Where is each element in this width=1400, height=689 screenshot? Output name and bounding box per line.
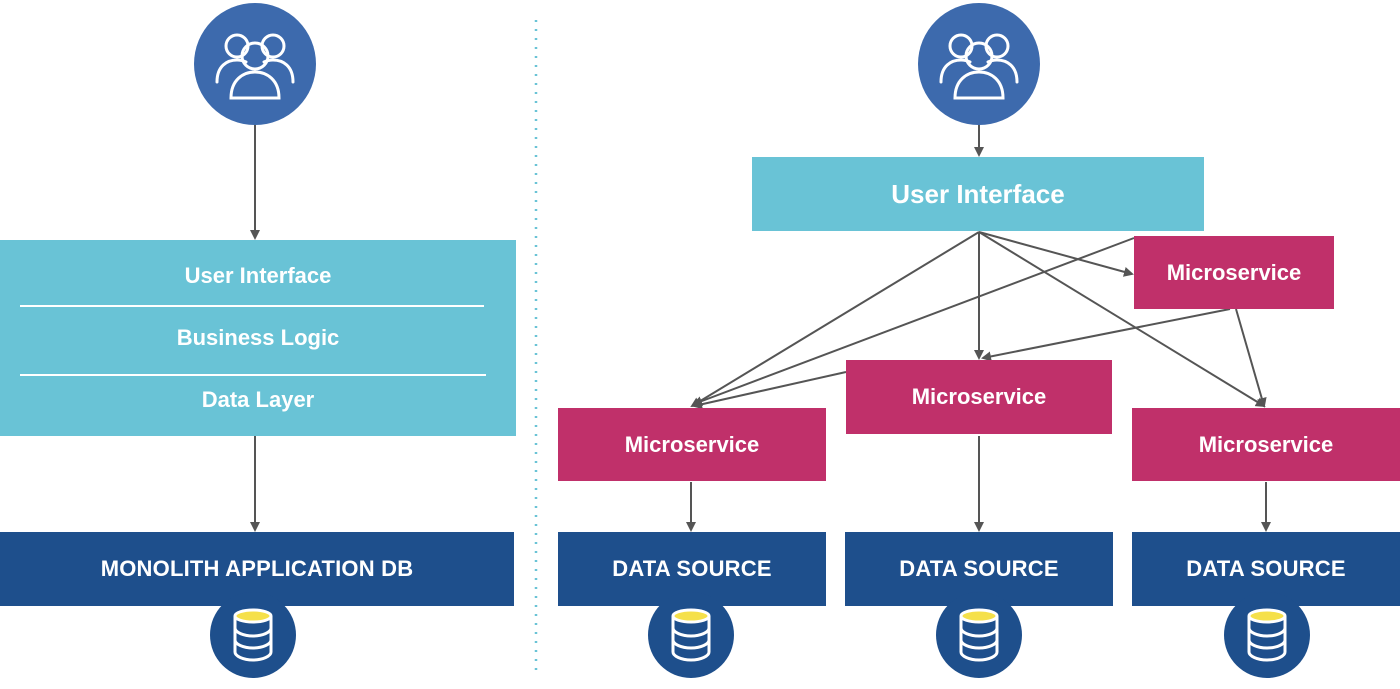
monolith-layer-data: Data Layer xyxy=(201,387,315,412)
layer-divider xyxy=(20,305,484,307)
arrow-mstop-to-ms-left xyxy=(692,237,1135,406)
monolith-layer-business: Business Logic xyxy=(176,325,340,350)
users-group-icon xyxy=(194,3,316,125)
arrow-mscenter-to-ms-left xyxy=(692,371,847,410)
arrow-ui-to-ms-right xyxy=(978,231,1266,408)
microservice-top-right: Microservice xyxy=(1134,236,1334,309)
microservice-right: Microservice xyxy=(1132,408,1400,481)
arrow-mstop-to-ms-center xyxy=(981,308,1231,362)
microservice-center: Microservice xyxy=(846,360,1112,434)
layer-divider xyxy=(20,374,486,376)
database-icon xyxy=(648,592,734,678)
monolith-layer-ui: User Interface xyxy=(184,263,332,288)
arrow-mstop-to-ms-right xyxy=(1235,308,1267,408)
microservices-user-interface: User Interface xyxy=(752,157,1204,231)
arrow-ui-to-ms-left xyxy=(690,231,980,408)
microservice-left: Microservice xyxy=(558,408,826,481)
arrow-ui-to-ms-top xyxy=(978,231,1134,277)
database-icon xyxy=(210,592,296,678)
users-group-icon xyxy=(918,3,1040,125)
database-icon xyxy=(1224,592,1310,678)
monolith-application-box: User Interface Business Logic Data Layer xyxy=(0,240,516,436)
database-icon xyxy=(936,592,1022,678)
